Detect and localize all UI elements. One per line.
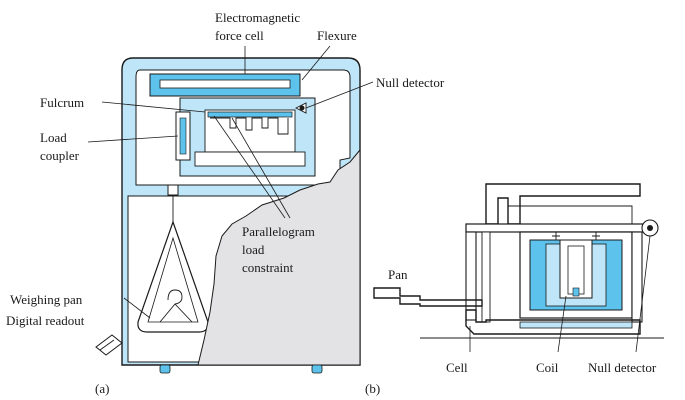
leader-coil [557, 295, 567, 353]
pan-arm [373, 287, 483, 307]
lever-slot [194, 151, 306, 167]
coil-springs [552, 232, 600, 240]
leader-null-detector-b [635, 235, 651, 353]
leader-fulcrum [101, 101, 206, 113]
balance-b [373, 183, 664, 353]
leader-null-detector-a [305, 81, 374, 109]
label-digital-readout: Digital readout [6, 313, 85, 328]
bottom-slot [519, 321, 633, 329]
readout-line [99, 339, 115, 351]
caption-a: (a) [95, 381, 109, 396]
foot-right [311, 364, 323, 374]
frame-bottom [465, 309, 641, 335]
label-constraint: constraint [242, 260, 294, 275]
label-cell: Cell [446, 360, 468, 375]
coil-core [567, 245, 585, 295]
label-weighing-pan: Weighing pan [10, 292, 83, 307]
label-coil: Coil [536, 360, 559, 375]
label-flexure: Flexure [317, 28, 357, 43]
caption-b: (b) [365, 381, 380, 396]
left-post [465, 231, 477, 321]
foot-left [159, 364, 171, 374]
lever-teeth [210, 117, 289, 135]
label-electromagnetic: Electromagnetic [215, 10, 300, 25]
crossbar [465, 223, 657, 233]
pan-hook [159, 289, 193, 323]
leader-parallelogram [213, 115, 291, 219]
label-coupler: coupler [40, 148, 80, 163]
label-fulcrum: Fulcrum [40, 95, 84, 110]
label-force-cell: force cell [215, 28, 264, 43]
lever-bar [207, 111, 293, 118]
hanger-link [167, 184, 179, 196]
cutaway-region [197, 148, 361, 366]
frame-top-inner [508, 205, 633, 224]
label-null-detector-b: Null detector [588, 360, 657, 375]
frame-top [485, 183, 641, 225]
null-detector-b-dot [647, 225, 653, 231]
label-load2: load [242, 242, 265, 257]
label-load: Load [40, 130, 67, 145]
label-parallelogram: Parallelogram [242, 224, 315, 239]
null-detector-a-dot [299, 105, 305, 111]
leader-flexure [301, 45, 331, 81]
weighing-pan-inner [147, 236, 199, 323]
force-cell-gap [159, 79, 291, 89]
leader-load-coupler [87, 135, 179, 143]
right-post [631, 231, 643, 323]
digital-readout [95, 334, 123, 356]
label-pan: Pan [388, 267, 408, 282]
label-null-detector-a: Null detector [376, 75, 445, 90]
coil-sensor [572, 287, 580, 297]
load-coupler-core [179, 117, 187, 155]
balance-a [87, 45, 374, 374]
post-slot [481, 231, 491, 323]
leader-weighing-pan [123, 297, 151, 319]
